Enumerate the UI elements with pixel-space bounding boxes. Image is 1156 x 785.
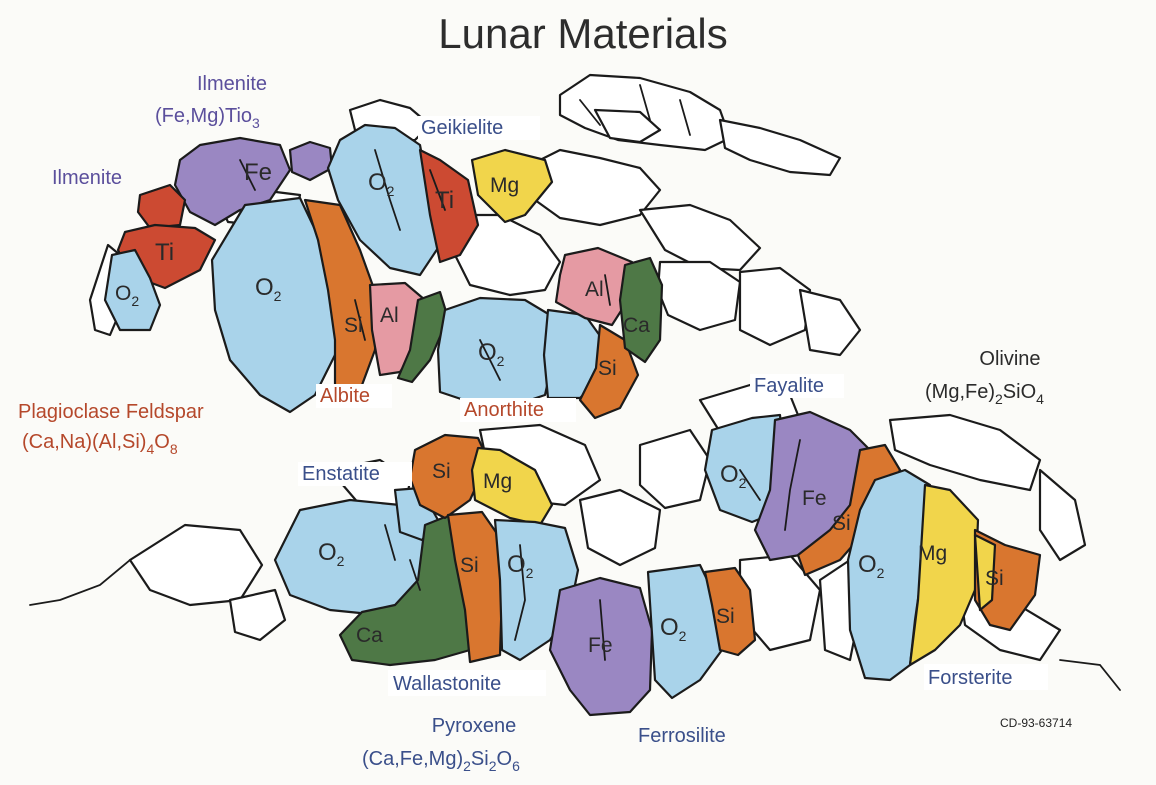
rock-fragment [720,120,840,175]
label-forsterite: Forsterite [928,667,1012,689]
label-ilmenite-formula: (Fe,Mg)Tio3 [155,105,260,131]
label-ilmenite-left: Ilmenite [52,167,122,189]
element-fe: Fe [244,159,272,186]
crack-line [30,560,130,605]
label-pyroxene: Pyroxene [432,715,517,737]
rock-fragment [640,205,760,270]
label-fayalite: Fayalite [754,375,824,397]
element-si: Si [598,357,617,380]
element-fe: Fe [588,634,613,657]
rock-fragment [1040,470,1085,560]
label-plagioclase: Plagioclase Feldspar [18,401,204,423]
label-olivine-formula: (Mg,Fe)2SiO4 [925,381,1044,407]
rock-fragment [740,268,810,345]
rock-fragment [130,525,262,605]
element-mg: Mg [483,470,512,493]
element-si: Si [344,314,363,337]
label-wollastonite: Wallastonite [393,673,501,695]
label-anorthite: Anorthite [464,399,544,421]
rock-fragment [658,262,740,330]
element-ca: Ca [356,624,383,647]
element-fe: Fe [802,487,827,510]
element-al: Al [380,304,399,327]
element-ti: Ti [155,239,174,266]
label-olivine: Olivine [979,348,1040,370]
element-si: Si [985,567,1004,590]
label-ilmenite-top: Ilmenite [197,73,267,95]
label-geikielite: Geikielite [421,117,503,139]
label-plagioclase-formula: (Ca,Na)(Al,Si)4O8 [22,431,178,457]
rock-fragment [580,490,660,565]
iron-grain [290,142,332,180]
rock-fragment [640,430,710,508]
element-si: Si [460,554,479,577]
label-enstatite: Enstatite [302,463,380,485]
rock-fragment [230,590,285,640]
calcium-grain [620,258,662,362]
rock-fragment [530,150,660,225]
element-ca: Ca [623,314,650,337]
element-mg: Mg [918,542,947,565]
titanium-grain [138,185,185,228]
label-pyroxene-formula: (Ca,Fe,Mg)2Si2O6 [362,748,520,774]
element-ti: Ti [435,187,454,214]
element-mg: Mg [490,174,519,197]
element-si: Si [716,605,735,628]
element-si: Si [832,512,851,535]
element-al: Al [585,278,604,301]
rock-fragment [800,290,860,355]
catalog-code: CD-93-63714 [1000,716,1072,730]
title: Lunar Materials [438,10,727,57]
label-ferrosilite: Ferrosilite [638,725,726,747]
crack-line [1060,660,1120,690]
label-albite: Albite [320,385,370,407]
element-si: Si [432,460,451,483]
